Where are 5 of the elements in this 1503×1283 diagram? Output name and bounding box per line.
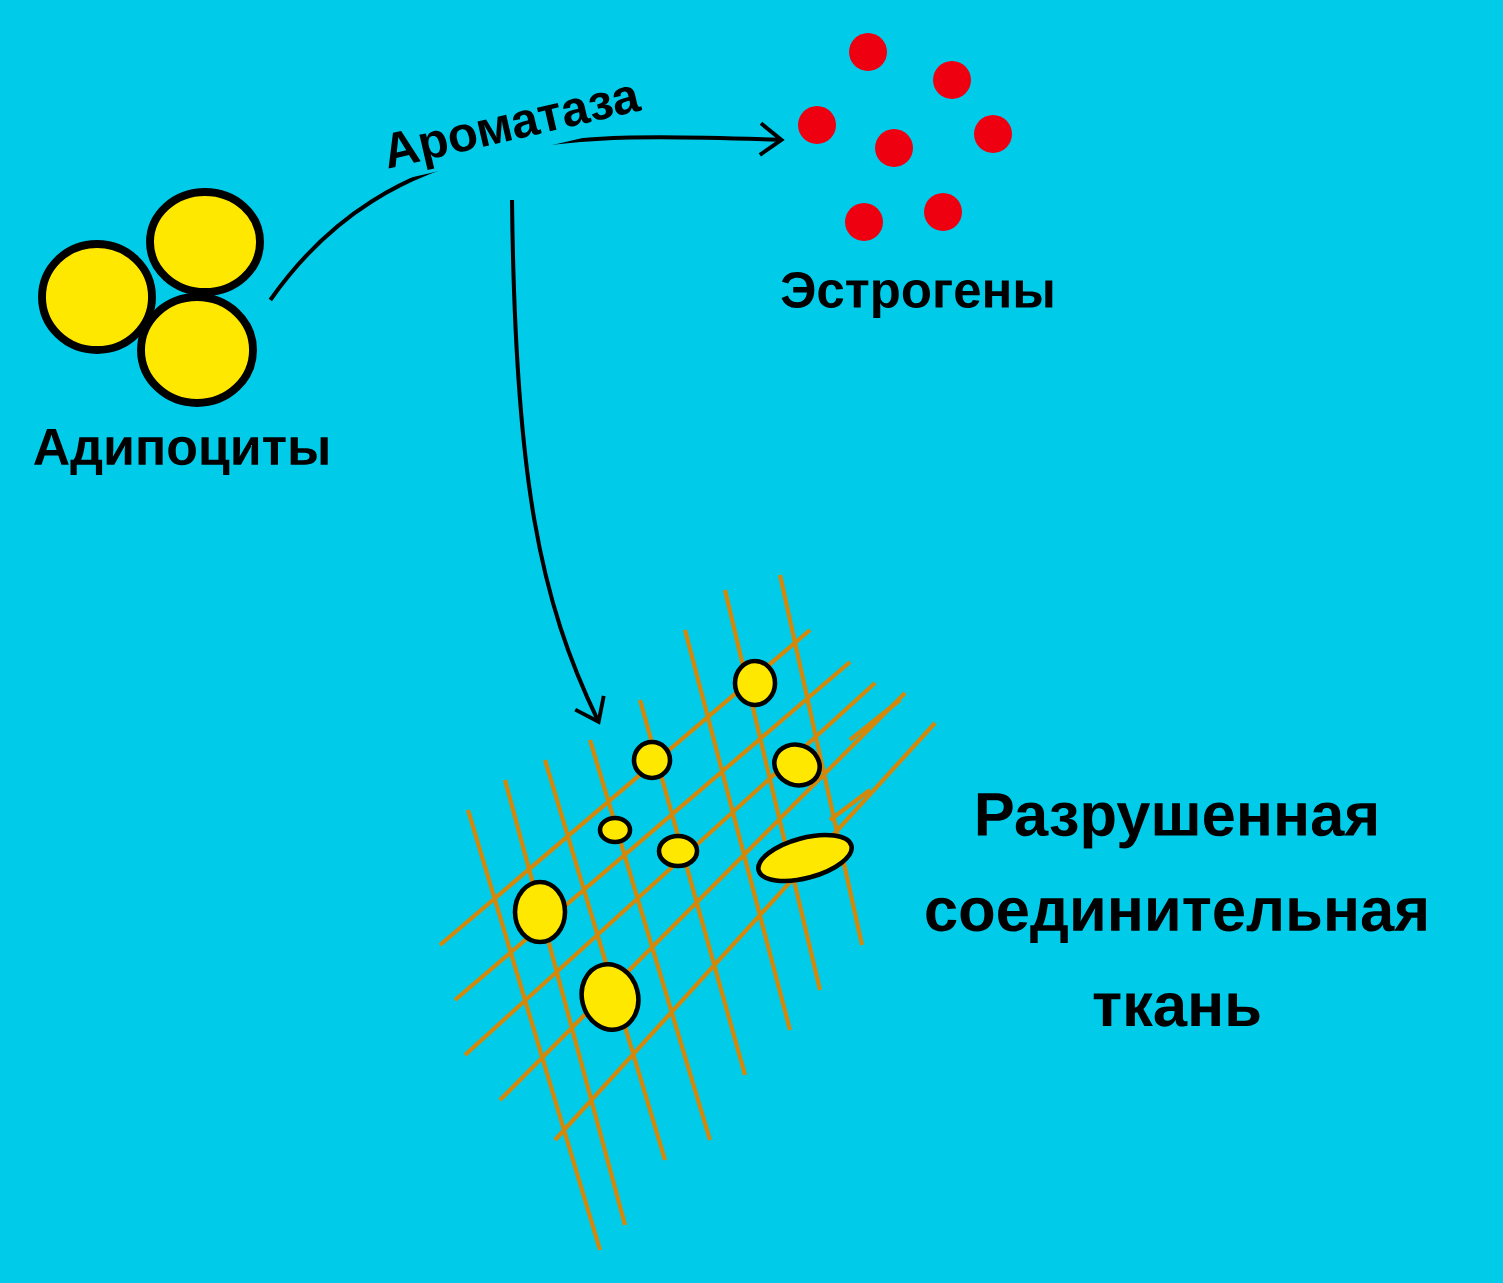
arrow: [510, 199, 606, 725]
edge-label: Ароматаза: [375, 72, 649, 184]
node-label: Адипоциты: [34, 429, 328, 475]
node-label: Эстрогены: [781, 271, 1053, 319]
node-label: Разрушенная соединительная ткань: [926, 793, 1426, 1027]
